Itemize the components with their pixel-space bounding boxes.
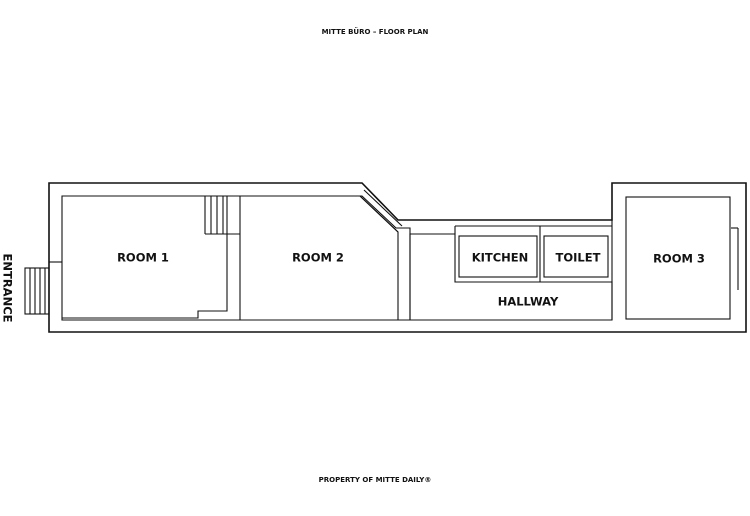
plan-footer: PROPERTY OF MITTE DAILY® (319, 476, 432, 484)
hallway-label: HALLWAY (498, 295, 559, 309)
room-3-label: ROOM 3 (653, 252, 705, 266)
kitchen-label: KITCHEN (472, 251, 529, 265)
room-1-label: ROOM 1 (117, 251, 169, 265)
room-2-label: ROOM 2 (292, 251, 344, 265)
room-3: ROOM 3 (625, 196, 739, 320)
plan-title: MITTE BÜRO – FLOOR PLAN (322, 27, 429, 36)
room-2: ROOM 2 (239, 189, 403, 321)
entrance: ENTRANCE (1, 254, 62, 323)
room-1-stairs (204, 196, 240, 235)
toilet-label: TOILET (556, 251, 601, 265)
toilet: TOILET (539, 226, 609, 282)
entrance-label: ENTRANCE (1, 254, 15, 323)
kitchen: KITCHEN (454, 225, 612, 278)
room-1: ROOM 1 (62, 195, 240, 319)
entrance-steps (24, 261, 62, 315)
